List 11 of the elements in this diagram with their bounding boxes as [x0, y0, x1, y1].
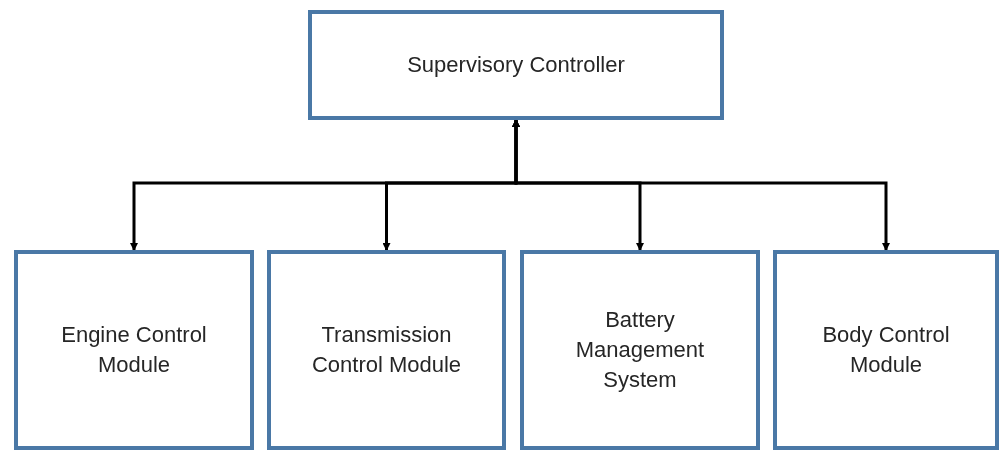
box-label: Battery Management System [574, 306, 706, 394]
box-label: Transmission Control Module [310, 321, 463, 379]
box-label: Engine Control Module [60, 321, 208, 379]
process-box [308, 10, 724, 120]
box-label: Body Control Module [821, 321, 951, 379]
process-box [14, 250, 254, 450]
process-box [773, 250, 999, 450]
process-box [520, 250, 760, 450]
box-label: Supervisory Controller [407, 51, 625, 80]
connector-arrow [512, 119, 890, 251]
process-box [267, 250, 506, 450]
